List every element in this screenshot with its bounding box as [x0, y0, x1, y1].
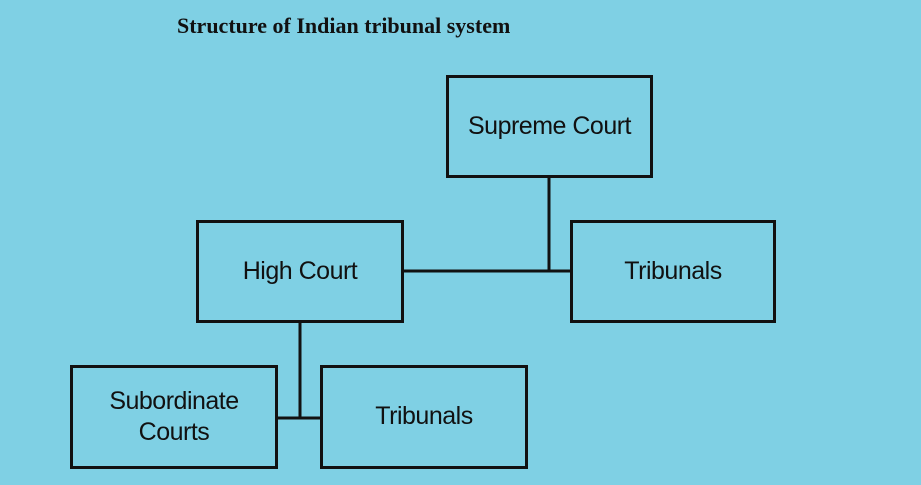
high-court-label: High Court [242, 256, 358, 285]
tribunals-upper-label: Tribunals [624, 256, 722, 285]
supreme-court-label: Supreme Court [467, 111, 632, 140]
high-court-box: High Court [196, 220, 404, 323]
subordinate-courts-label-line1: Subordinate [109, 386, 239, 415]
tribunals-lower-label: Tribunals [375, 402, 473, 431]
subordinate-courts-label-line2: Courts [138, 418, 210, 446]
supreme-court-box: Supreme Court [446, 75, 653, 178]
tribunals-upper-box: Tribunals [570, 220, 776, 323]
subordinate-courts-box: Subordinate Courts [70, 365, 278, 469]
diagram-title: Structure of Indian tribunal system [177, 13, 511, 38]
tribunals-lower-box: Tribunals [320, 365, 528, 469]
